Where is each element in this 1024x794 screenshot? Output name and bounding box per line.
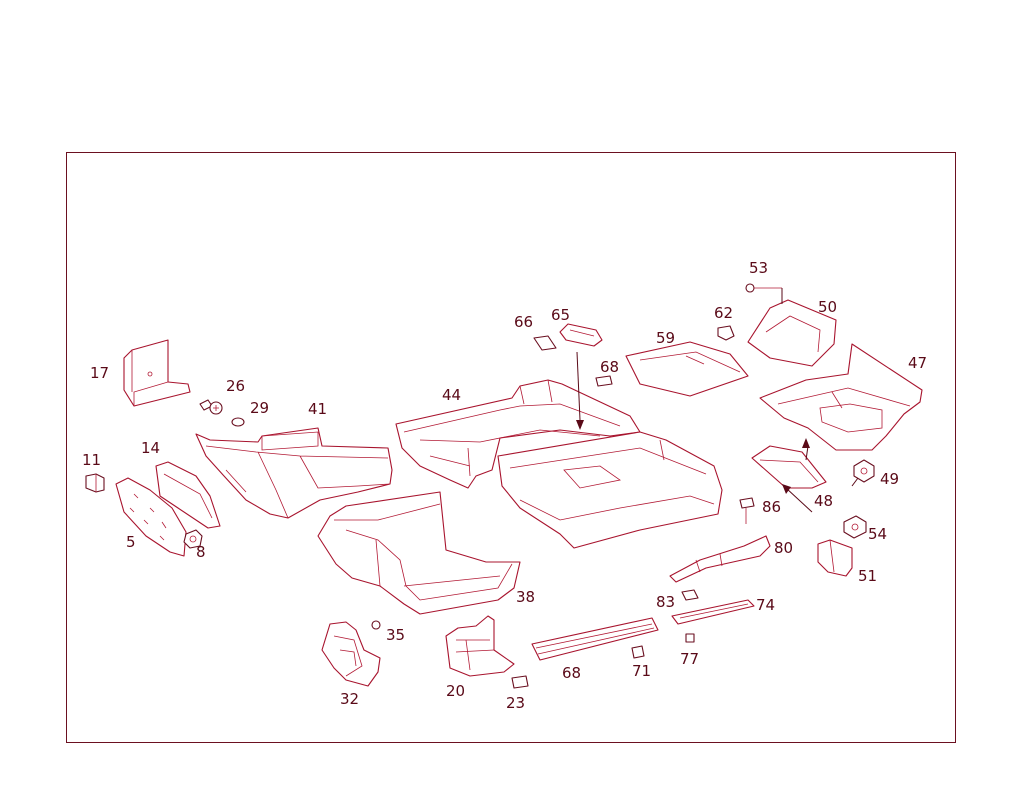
callout-11: 11 [82,451,101,469]
part-86-screw [739,497,755,524]
callout-17: 20 [446,682,465,700]
leader-lines [576,288,859,513]
callout-41: 41 [308,400,327,418]
callout-50: 50 [818,298,837,316]
callout-74: 74 [756,596,775,614]
part-83-clip [681,589,699,601]
callout-23: 23 [506,694,525,712]
part-17-side-trim [445,615,515,677]
part-41-front-mat [195,427,393,519]
part-38-rear-mat [317,491,521,615]
part-62-handle [559,323,603,347]
part-49-nut [853,459,875,483]
part-20-bracket [123,339,191,407]
part-59-clip [717,325,735,341]
callout-59: 62 [714,304,733,322]
part-68-sill-plate [531,617,659,661]
callout-71: 71 [632,662,651,680]
part-50-panel [747,299,837,367]
part-5-panel [115,477,187,557]
part-77-pin [685,633,695,643]
callout-53: 53 [749,259,768,277]
callout-35: 35 [386,626,405,644]
part-66-clip [595,375,613,387]
callout-77: 77 [680,650,699,668]
callout-32: 32 [340,690,359,708]
diagram-frame [66,152,956,743]
callout-14: 14 [141,439,160,457]
callout-labels: 17 26 29 41 14 11 5 8 44 66 65 68 59 62 … [82,259,927,712]
part-14-pad [155,461,221,529]
callout-38: 38 [516,588,535,606]
part-32-bracket-assembly [321,621,381,687]
callout-20: 17 [90,364,109,382]
callout-86: 86 [762,498,781,516]
callout-48: 48 [814,492,833,510]
callout-47: 47 [908,354,927,372]
callout-5: 5 [126,533,136,551]
callout-68: 68 [562,664,581,682]
callout-83: 83 [656,593,675,611]
part-80-rail [669,535,771,583]
callout-26: 26 [226,377,245,395]
part-65-cover [533,335,557,351]
callout-66: 68 [600,358,619,376]
part-11-clip [85,473,105,493]
callout-54: 54 [868,525,887,543]
callout-51: 51 [858,567,877,585]
part-29-plug [231,417,245,427]
part-23-clip [511,675,529,689]
part-51-bracket [817,539,853,577]
callout-44: 44 [442,386,461,404]
part-26-clip [199,399,223,415]
part-8-nut [183,529,203,549]
callout-8: 8 [196,543,206,561]
part-71-clip [631,645,645,659]
part-35-nut [371,620,381,630]
part-47-trunk-mat [759,343,923,451]
callout-62: 65 [551,306,570,324]
part-74-sill-strip [671,599,755,625]
callout-65: 66 [514,313,533,331]
callout-29: 29 [250,399,269,417]
part-54-nut [843,515,867,539]
callout-49: 49 [880,470,899,488]
part-56-panel [625,341,749,397]
part-53-screw [745,283,782,293]
part-rear-floor-carpet [497,431,723,549]
callout-56: 59 [656,329,675,347]
callout-80: 80 [774,539,793,557]
part-48-insert [751,445,827,489]
